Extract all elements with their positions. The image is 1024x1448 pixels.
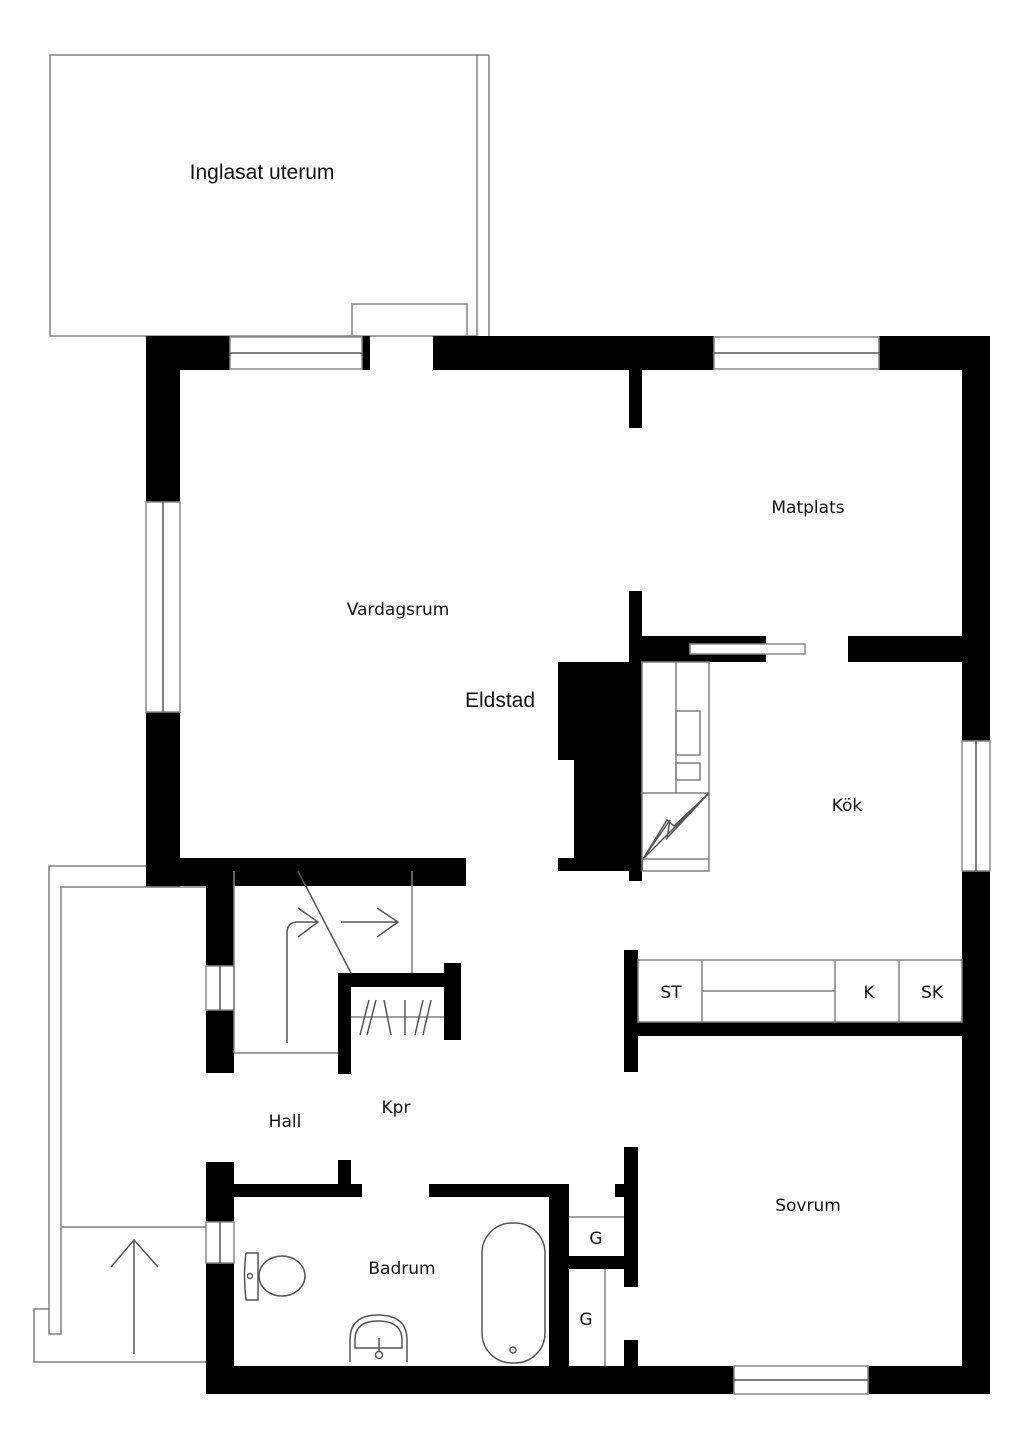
room-label-matplats: Matplats [771,498,845,518]
room-label-eldstad: Eldstad [464,689,536,712]
room-label-hall: Hall [268,1112,302,1132]
fixture-label-st: ST [660,983,682,1003]
room-label-kok: Kök [831,796,863,816]
bathroom-fixtures [243,1222,546,1364]
room-label-uterum: Inglasat uterum [189,161,335,184]
fixture-label-g1: G [589,1229,603,1249]
fixture-label-sk: SK [921,983,943,1003]
windows [145,336,991,1395]
interior-walls [234,370,962,1394]
room-label-vardagsrum: Vardagsrum [346,600,450,620]
staircase [233,870,413,1054]
wardrobe-rail [351,999,444,1036]
wardrobes [569,1216,624,1366]
room-label-sovrum: Sovrum [775,1196,841,1216]
entrance-porch [33,865,206,1363]
exterior-walls [146,336,990,1394]
sunroom-outline [49,54,490,337]
kitchen-cabinets [637,959,963,1023]
fixture-label-g2: G [579,1310,593,1330]
room-label-kpr: Kpr [381,1098,411,1118]
fixture-label-k: K [863,983,875,1003]
room-label-badrum: Badrum [368,1259,436,1279]
kitchen-counter [641,661,710,872]
